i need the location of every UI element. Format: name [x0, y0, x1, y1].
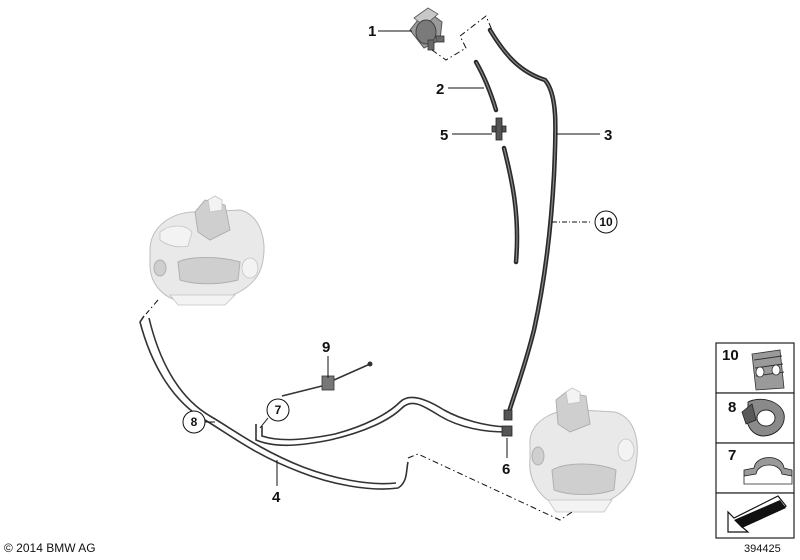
- hose-holder-9-icon[interactable]: [281, 361, 373, 397]
- svg-text:4: 4: [272, 489, 281, 506]
- svg-text:2: 2: [436, 81, 444, 98]
- vacuum-hose-2[interactable]: [473, 59, 499, 113]
- document-number: 394425: [744, 543, 781, 555]
- svg-text:7: 7: [728, 447, 736, 464]
- callout-8: 8: [182, 410, 215, 434]
- callout-6: 6: [502, 438, 510, 478]
- svg-text:9: 9: [322, 339, 330, 356]
- callout-5: 5: [440, 127, 492, 144]
- clamp-icon: [741, 398, 785, 437]
- svg-text:6: 6: [502, 461, 510, 478]
- callout-9: 9: [322, 339, 330, 378]
- connection-line: [407, 453, 573, 521]
- arrow-icon: [727, 495, 787, 533]
- connector-icon[interactable]: [501, 409, 513, 437]
- hose-clip-icon: [751, 349, 785, 391]
- clamp-icon: [743, 457, 793, 485]
- legend-box-7[interactable]: 7: [715, 442, 795, 494]
- callout-1: 1: [368, 23, 412, 40]
- callout-2: 2: [436, 81, 484, 98]
- legend-box-arrow[interactable]: [715, 492, 795, 539]
- connection-line: [431, 15, 493, 61]
- copyright-text: © 2014 BMW AG: [4, 541, 96, 555]
- vacuum-hose-3[interactable]: [487, 27, 558, 415]
- svg-text:10: 10: [722, 347, 739, 364]
- callout-4: 4: [272, 460, 281, 506]
- connection-line: [145, 299, 159, 315]
- t-piece-icon[interactable]: [491, 117, 507, 141]
- svg-text:8: 8: [191, 415, 198, 429]
- vacuum-hose-8[interactable]: [139, 315, 409, 490]
- vacuum-hose-lower-middle[interactable]: [501, 145, 520, 265]
- svg-text:10: 10: [599, 215, 613, 229]
- svg-text:8: 8: [728, 399, 736, 416]
- callout-7: 7: [259, 398, 290, 429]
- callout-3: 3: [556, 127, 612, 144]
- legend-box-8[interactable]: 8: [715, 392, 795, 444]
- svg-text:3: 3: [604, 127, 612, 144]
- legend-box-10[interactable]: 10: [715, 342, 795, 394]
- svg-text:7: 7: [275, 403, 282, 417]
- callout-10: 10: [552, 210, 618, 234]
- svg-text:5: 5: [440, 127, 448, 144]
- vacuum-valve-icon[interactable]: [409, 7, 445, 51]
- vacuum-hose-7[interactable]: [255, 396, 507, 447]
- engine-mount-right-icon[interactable]: [529, 387, 638, 513]
- engine-mount-left-icon[interactable]: [149, 195, 265, 306]
- svg-text:1: 1: [368, 23, 376, 40]
